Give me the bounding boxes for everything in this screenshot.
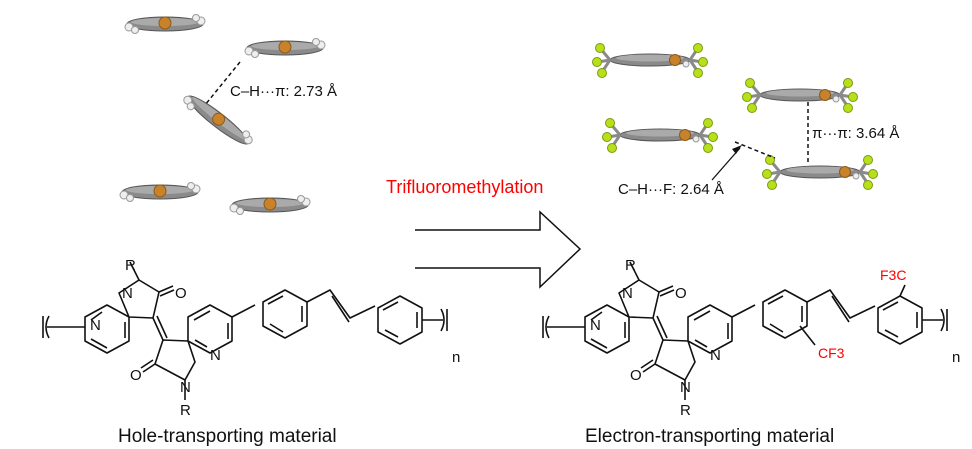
atom-label: N (90, 317, 101, 334)
atom-label: O (175, 285, 187, 302)
reaction-arrow (415, 210, 582, 289)
atom-label: N (680, 379, 691, 396)
atom-label: N (710, 347, 721, 364)
atom-label: R (125, 257, 136, 274)
atom-label: O (675, 285, 687, 302)
atom-label: O (130, 367, 142, 384)
left-crystal-packing (119, 14, 326, 215)
right-crystal-packing (591, 42, 879, 191)
cf3-group-top: F3C (880, 267, 906, 283)
ch-pi-distance-label: C–H···π: 2.73 Å (230, 83, 337, 100)
cf3-group-bottom: CF3 (818, 345, 845, 361)
trifluoromethylation-label: Trifluoromethylation (386, 177, 543, 197)
atom-label: R (625, 257, 636, 274)
pi-pi-distance-label: π···π: 3.64 Å (812, 125, 899, 142)
atom-label: N (122, 285, 133, 302)
ch-f-distance-label: C–H···F: 2.64 Å (618, 181, 724, 198)
atom-label: R (180, 402, 191, 419)
right-polymer-structure: R O N N N N O R n CF3 F3C (542, 257, 960, 419)
hole-transporting-caption: Hole-transporting material (118, 426, 337, 447)
repeat-unit-label: n (452, 349, 460, 366)
atom-label: N (210, 347, 221, 364)
repeat-unit-label: n (952, 349, 960, 366)
electron-transporting-caption: Electron-transporting material (585, 426, 834, 447)
atom-label: N (590, 317, 601, 334)
atom-label: N (180, 379, 191, 396)
left-polymer-structure: R O N N N N O R n (42, 257, 460, 419)
atom-label: N (622, 285, 633, 302)
atom-label: O (630, 367, 642, 384)
atom-label: R (680, 402, 691, 419)
